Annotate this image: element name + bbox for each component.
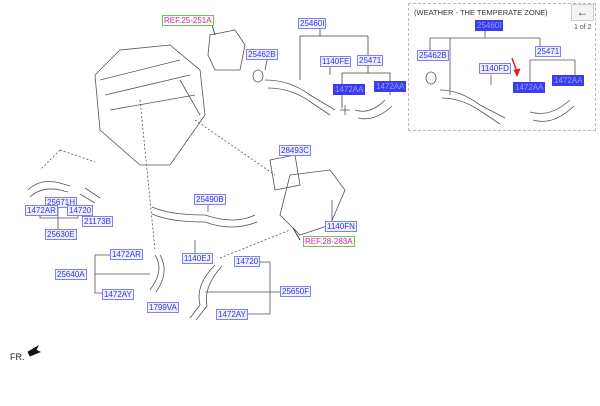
part-1140FE[interactable]: 1140FE	[320, 56, 352, 67]
front-direction-label: FR.	[10, 352, 25, 362]
part-1472AY[interactable]: 1472AY	[216, 309, 248, 320]
inset-part-25460I[interactable]: 25460I	[475, 20, 504, 31]
part-1472AY[interactable]: 1472AY	[102, 289, 134, 300]
part-25640A[interactable]: 25640A	[55, 269, 87, 280]
part-28493C[interactable]: 28493C	[279, 145, 312, 156]
part-1140FN[interactable]: 1140FN	[325, 221, 357, 232]
inset-title: (WEATHER - THE TEMPERATE ZONE)	[414, 8, 548, 17]
part-1472AR[interactable]: 1472AR	[25, 205, 58, 216]
front-arrow-icon	[27, 344, 41, 357]
part-1472AA[interactable]: 1472AA	[333, 84, 366, 95]
engine-block	[94, 44, 206, 166]
arrow-left-icon: ←	[576, 5, 589, 19]
part-25460I[interactable]: 25460I	[298, 18, 327, 29]
inset-part-25462B[interactable]: 25462B	[417, 50, 449, 61]
upper-hose	[264, 79, 336, 116]
ref-28-283a[interactable]: REF.28-283A	[303, 236, 355, 247]
inset-part-1472AA[interactable]: 1472AA	[513, 82, 546, 93]
thermostat-housing	[207, 29, 246, 71]
red-arrow-head-icon	[513, 68, 521, 77]
part-14720[interactable]: 14720	[67, 205, 94, 216]
inset-part-1140FD[interactable]: 1140FD	[479, 63, 511, 74]
part-25490B[interactable]: 25490B	[194, 194, 226, 205]
bypass-hose	[151, 206, 258, 228]
back-button[interactable]: ←	[571, 4, 594, 21]
ref-25-251a[interactable]: REF.25-251A	[162, 15, 214, 26]
page-indicator: 1 of 2	[574, 24, 592, 31]
part-1140EJ[interactable]: 1140EJ	[182, 253, 213, 264]
heater-hose-b	[189, 264, 223, 321]
inset-part-1472AA[interactable]: 1472AA	[552, 75, 585, 86]
part-25671H[interactable]: 25671H	[45, 197, 78, 208]
part-1472AA[interactable]: 1472AA	[374, 81, 407, 92]
part-14720[interactable]: 14720	[234, 256, 261, 267]
part-25650F[interactable]: 25650F	[280, 286, 312, 297]
part-1799VA[interactable]: 1799VA	[147, 302, 179, 313]
inset-panel: (WEATHER - THE TEMPERATE ZONE) ← 1 of 2	[408, 3, 596, 131]
part-25630E[interactable]: 25630E	[45, 229, 77, 240]
part-1472AR[interactable]: 1472AR	[110, 249, 143, 260]
part-25462B[interactable]: 25462B	[246, 49, 278, 60]
inset-part-25471[interactable]: 25471	[535, 46, 562, 57]
heater-hose-a	[149, 254, 165, 293]
part-25471[interactable]: 25471	[357, 55, 384, 66]
part-21173B[interactable]: 21173B	[82, 216, 113, 227]
